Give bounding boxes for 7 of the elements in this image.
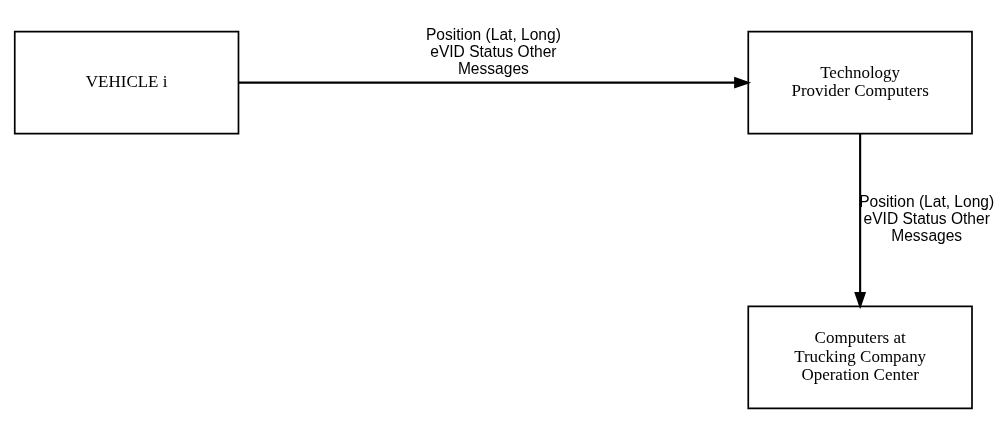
arrow xyxy=(238,76,752,89)
node-box: Computers at Trucking Company Operation Center xyxy=(747,305,973,409)
edge-label: Position (Lat, Long) eVID Status Other Messages xyxy=(859,192,995,244)
edge-label: Position (Lat, Long) eVID Status Other Messages xyxy=(425,25,561,77)
node-box: Technology Provider Computers xyxy=(747,30,973,134)
node-box: VEHICLE i xyxy=(13,30,240,134)
arrow xyxy=(854,133,867,309)
